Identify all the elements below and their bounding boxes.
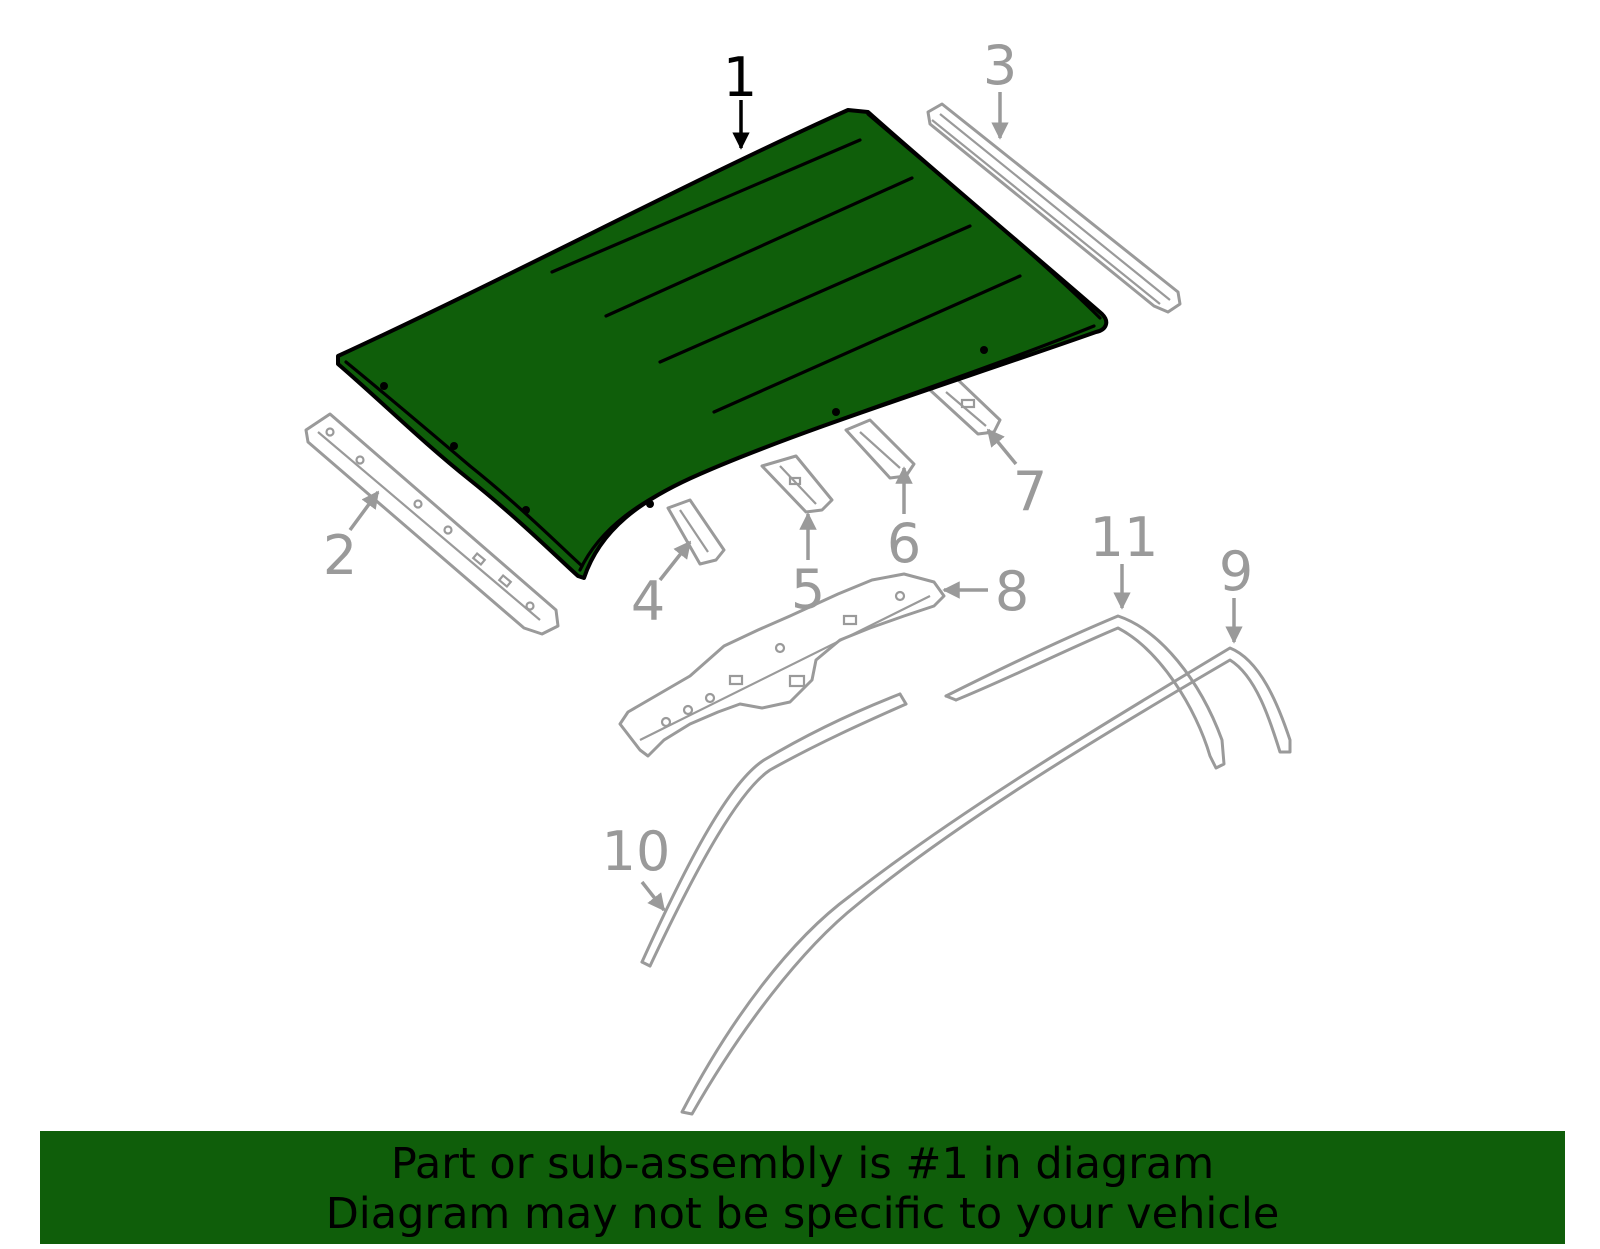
callout-6: 6 (887, 512, 921, 575)
leader-2 (348, 490, 380, 532)
roof-reinforcement-8 (618, 572, 946, 758)
callout-2: 2 (323, 524, 357, 587)
side-molding-9 (680, 646, 1292, 1116)
callout-9: 9 (1219, 540, 1253, 603)
callout-8: 8 (995, 560, 1029, 623)
front-header-rail (304, 412, 560, 636)
rear-header-rail (926, 102, 1182, 314)
banner-line-1: Part or sub-assembly is #1 in diagram (390, 1139, 1215, 1189)
callout-11: 11 (1090, 506, 1159, 569)
banner-line-2: Diagram may not be specific to your vehi… (325, 1189, 1280, 1239)
callout-3: 3 (983, 34, 1017, 97)
roof-bow-4 (666, 498, 726, 566)
callout-7: 7 (1013, 460, 1047, 523)
drip-molding-10 (640, 692, 908, 968)
callout-4: 4 (631, 570, 665, 633)
roof-panel-1 (336, 108, 1109, 580)
leader-4 (658, 540, 692, 582)
leader-7 (986, 428, 1018, 466)
callout-5: 5 (791, 558, 825, 621)
leader-10 (640, 880, 666, 912)
roof-molding-11 (944, 614, 1226, 770)
callout-1: 1 (723, 46, 757, 109)
info-banner: Part or sub-assembly is #1 in diagram Di… (40, 1131, 1565, 1244)
callout-10: 10 (602, 820, 671, 883)
roof-bow-5 (760, 454, 834, 514)
